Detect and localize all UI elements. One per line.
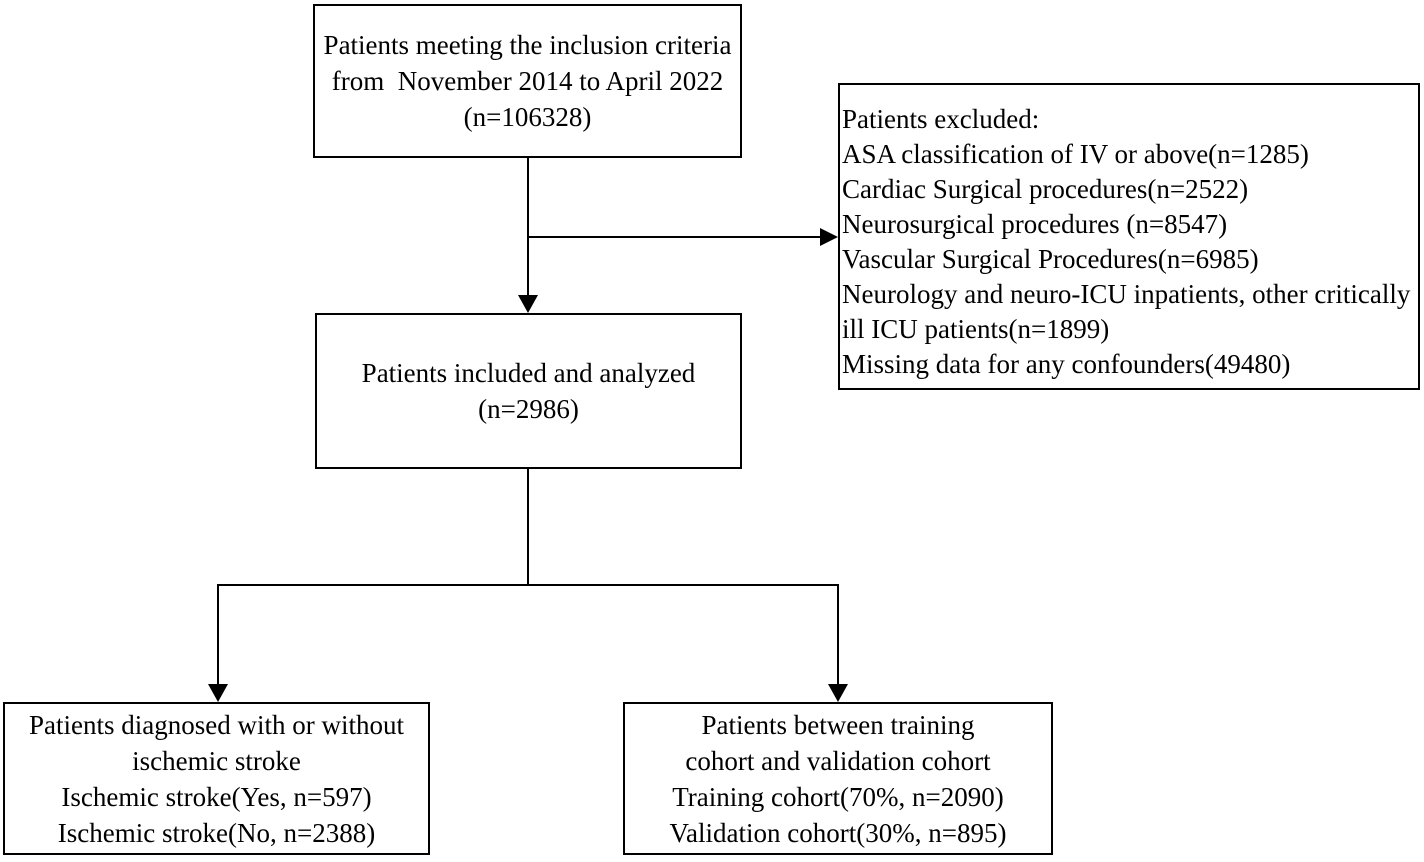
arrowhead-down-into-analyzed-icon xyxy=(518,295,538,313)
box-training-validation-cohort: Patients between training cohort and val… xyxy=(623,702,1053,855)
connector-inclusion-to-excluded xyxy=(528,236,820,238)
connector-inclusion-to-analyzed xyxy=(527,158,529,295)
box-ischemic-stroke-outcome: Patients diagnosed with or without ische… xyxy=(3,702,430,855)
box-inclusion-criteria: Patients meeting the inclusion criteria … xyxy=(313,4,742,158)
arrowhead-down-into-cohort-box-icon xyxy=(828,684,848,702)
arrowhead-down-into-stroke-box-icon xyxy=(208,684,228,702)
connector-split-to-stroke-box xyxy=(217,586,219,684)
connector-analyzed-down-stem xyxy=(527,469,529,586)
connector-branch-split xyxy=(217,584,839,586)
box-patients-excluded: Patients excluded: ASA classification of… xyxy=(838,83,1420,390)
box-included-analyzed: Patients included and analyzed (n=2986) xyxy=(315,313,742,469)
arrowhead-right-into-excluded-icon xyxy=(820,228,838,246)
connector-split-to-cohort-box xyxy=(837,586,839,684)
